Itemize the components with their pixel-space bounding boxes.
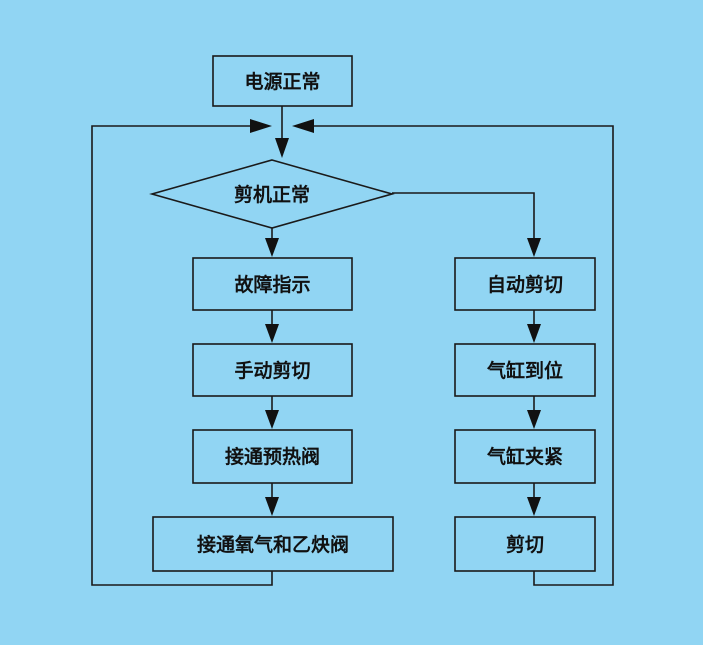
- arrowhead-into-manual: [265, 324, 279, 343]
- node-power-ok: 电源正常: [212, 55, 353, 107]
- node-cut: 剪切: [454, 516, 596, 572]
- arrowhead-into-cylinder-position: [527, 324, 541, 343]
- node-fault-indicator: 故障指示: [192, 257, 353, 311]
- node-label-cylinder-in-position: 气缸到位: [486, 359, 563, 382]
- node-open-oxygen-acetylene-valve: 接通氧气和乙炔阀: [152, 516, 394, 572]
- arrowhead-into-oxygen: [265, 497, 279, 516]
- arrowhead-left-loop: [250, 119, 272, 133]
- node-manual-cut: 手动剪切: [192, 343, 353, 397]
- arrowhead-into-fault: [265, 238, 279, 257]
- node-shear-ok-decision: 剪机正常: [149, 159, 395, 229]
- edge-right-loop: [308, 125, 614, 586]
- node-label-manual-cut: 手动剪切: [234, 359, 310, 382]
- node-label-shear-ok: 剪机正常: [234, 183, 310, 206]
- arrowhead-into-cylinder-clamp: [527, 410, 541, 429]
- node-label-cut: 剪切: [506, 533, 544, 556]
- node-label-auto-cut: 自动剪切: [487, 273, 563, 296]
- node-cylinder-in-position: 气缸到位: [454, 343, 596, 397]
- node-label-power-ok: 电源正常: [244, 70, 320, 93]
- node-open-preheat-valve: 接通预热阀: [192, 429, 353, 484]
- arrowhead-into-auto: [527, 238, 541, 257]
- edge-shear-to-auto: [392, 192, 535, 240]
- node-label-open-preheat-valve: 接通预热阀: [225, 445, 320, 468]
- node-label-fault-indicator: 故障指示: [234, 273, 310, 296]
- arrowhead-right-loop: [292, 119, 314, 133]
- edge-left-loop: [91, 125, 273, 586]
- node-cylinder-clamp: 气缸夹紧: [454, 429, 596, 484]
- node-label-cylinder-clamp: 气缸夹紧: [486, 445, 563, 468]
- node-auto-cut: 自动剪切: [454, 257, 596, 311]
- node-label-open-oxygen-acetylene-valve: 接通氧气和乙炔阀: [197, 533, 349, 556]
- arrowhead-into-cut: [527, 497, 541, 516]
- arrowhead-into-shear: [275, 138, 289, 158]
- arrowhead-into-preheat: [265, 410, 279, 429]
